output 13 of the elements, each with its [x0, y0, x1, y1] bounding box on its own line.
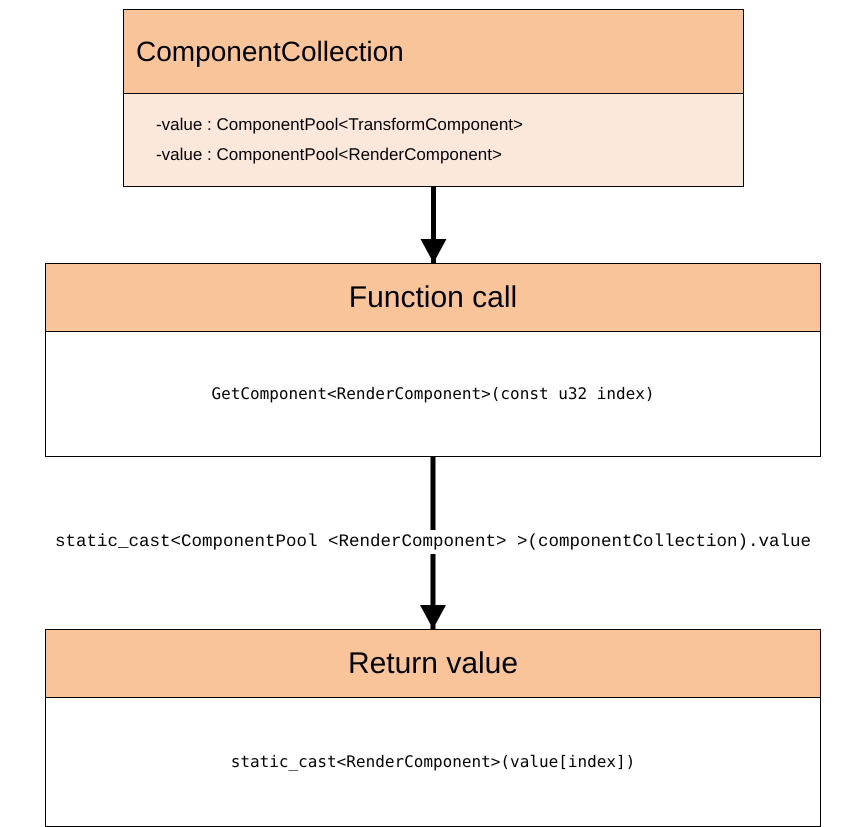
edge-label: static_cast<ComponentPool <RenderComponent> >(componentCollection).value — [54, 530, 812, 554]
class-box — [123, 9, 744, 187]
attribute-text: -value : ComponentPool<TransformComponent> — [156, 114, 523, 136]
class-box — [45, 629, 821, 827]
attribute-text: -value : ComponentPool<RenderComponent> — [156, 144, 502, 166]
class-name: Return value — [46, 630, 820, 698]
arrow — [420, 457, 446, 629]
class-name: Function call — [46, 264, 820, 332]
code-text: static_cast<RenderComponent>(value[index]) — [230, 750, 636, 773]
code-text: GetComponent<RenderComponent>(const u32 index) — [211, 382, 655, 404]
class-box — [45, 263, 821, 457]
class-name: ComponentCollection — [124, 10, 743, 94]
arrow — [420, 187, 446, 263]
